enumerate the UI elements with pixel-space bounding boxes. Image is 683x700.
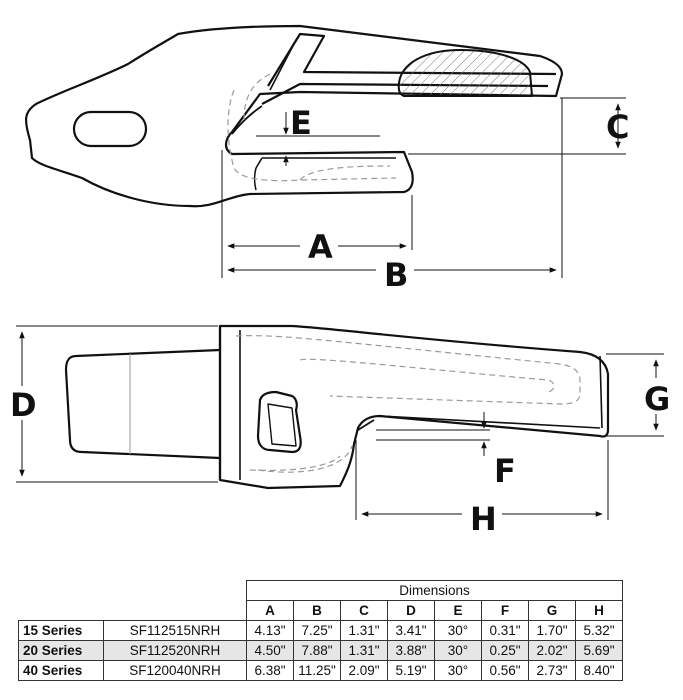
table-row: 40 Series SF120040NRH 6.38" 11.25" 2.09"… bbox=[18, 660, 623, 681]
table-cell: 2.02" bbox=[528, 640, 576, 661]
label-A: A bbox=[308, 228, 333, 266]
table-cell: 30° bbox=[434, 640, 482, 661]
table-cell: 2.73" bbox=[528, 660, 576, 681]
column-header: E bbox=[434, 600, 482, 621]
top-view-hidden-lines bbox=[235, 335, 581, 473]
column-header: C bbox=[340, 600, 388, 621]
table-column-header-row: A B C D E F G H bbox=[19, 600, 623, 621]
hatched-wear-cap bbox=[397, 49, 533, 97]
table-cell: 30° bbox=[434, 660, 482, 681]
label-F: F bbox=[494, 452, 516, 490]
top-view bbox=[64, 324, 610, 490]
series-name: 40 Series bbox=[18, 660, 104, 681]
table-cell: 0.31" bbox=[481, 620, 529, 641]
table-cell: 0.56" bbox=[481, 660, 529, 681]
label-D: D bbox=[10, 386, 37, 424]
side-view-hidden-lines bbox=[227, 73, 397, 182]
table-cell: 4.50" bbox=[246, 640, 294, 661]
label-H: H bbox=[470, 500, 497, 538]
column-header: G bbox=[528, 600, 576, 621]
table-group-header-row: Dimensions bbox=[19, 580, 623, 601]
pin-slot bbox=[72, 110, 148, 148]
table-cell: 30° bbox=[434, 620, 482, 641]
technical-drawing: A B C E bbox=[10, 24, 670, 538]
label-B: B bbox=[384, 256, 408, 294]
pin-pocket bbox=[256, 390, 302, 454]
table-cell: 5.69" bbox=[575, 640, 623, 661]
label-C: C bbox=[606, 108, 629, 146]
column-header: H bbox=[575, 600, 623, 621]
table-cell: 7.88" bbox=[293, 640, 341, 661]
part-number: SF120040NRH bbox=[103, 660, 247, 681]
table-cell: 1.31" bbox=[340, 640, 388, 661]
top-view-outline bbox=[218, 324, 610, 490]
label-G: G bbox=[644, 380, 670, 418]
table-row: 15 Series SF112515NRH 4.13" 7.25" 1.31" … bbox=[18, 620, 623, 641]
series-name: 15 Series bbox=[18, 620, 104, 641]
column-header: D bbox=[387, 600, 435, 621]
table-cell: 8.40" bbox=[575, 660, 623, 681]
label-E: E bbox=[290, 104, 312, 142]
table-cell: 0.25" bbox=[481, 640, 529, 661]
table-cell: 6.38" bbox=[246, 660, 294, 681]
table-row: 20 Series SF112520NRH 4.50" 7.88" 1.31" … bbox=[18, 640, 623, 661]
table-cell: 5.19" bbox=[387, 660, 435, 681]
table-cell: 1.70" bbox=[528, 620, 576, 641]
dimensions-table: Dimensions A B C D E F G H 15 Series SF1… bbox=[18, 580, 623, 681]
table-cell: 7.25" bbox=[293, 620, 341, 641]
side-view bbox=[24, 24, 564, 208]
table-cell: 5.32" bbox=[575, 620, 623, 641]
top-view-dimensions bbox=[16, 325, 664, 520]
column-header: A bbox=[246, 600, 294, 621]
dimensions-header: Dimensions bbox=[246, 580, 623, 601]
series-name: 20 Series bbox=[18, 640, 104, 661]
part-number: SF112520NRH bbox=[103, 640, 247, 661]
part-number: SF112515NRH bbox=[103, 620, 247, 641]
table-cell: 4.13" bbox=[246, 620, 294, 641]
table-cell: 3.41" bbox=[387, 620, 435, 641]
top-view-shank bbox=[64, 348, 221, 460]
table-cell: 2.09" bbox=[340, 660, 388, 681]
table-cell: 3.88" bbox=[387, 640, 435, 661]
column-header: B bbox=[293, 600, 341, 621]
side-view-outline bbox=[24, 24, 564, 208]
table-cell: 11.25" bbox=[293, 660, 341, 681]
side-view-dimensions bbox=[221, 97, 626, 278]
column-header: F bbox=[481, 600, 529, 621]
table-cell: 1.31" bbox=[340, 620, 388, 641]
